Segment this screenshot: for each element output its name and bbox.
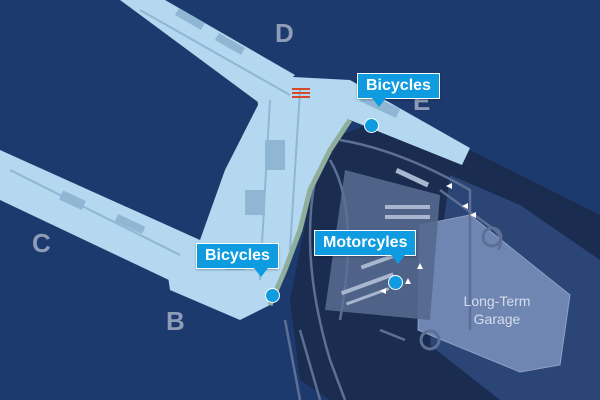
concourse-d-label: D (275, 18, 294, 48)
roundabout (419, 329, 441, 351)
concourse-d-arm (120, 0, 295, 105)
parking-stalls (340, 168, 430, 306)
curbside-edge (267, 118, 353, 306)
location-pin-icon[interactable] (265, 288, 280, 303)
road-lines (283, 138, 503, 400)
location-pin-icon[interactable] (388, 275, 403, 290)
stairs-marker (292, 88, 310, 98)
garage-label-line2: Garage (473, 311, 521, 327)
traffic-arrows (380, 183, 476, 294)
concourse-c-arm (0, 150, 200, 290)
concourse-b-label: B (166, 306, 185, 336)
long-term-garage-label: Long-Term Garage (452, 292, 542, 328)
motorcycles-parking-callout[interactable]: Motorcyles (314, 230, 417, 264)
roundabout (481, 226, 503, 248)
location-pin-icon[interactable] (364, 118, 379, 133)
bicycles-parking-callout-west[interactable]: Bicycles (196, 243, 279, 277)
concourse-c-label: C (32, 228, 51, 258)
garage-label-line1: Long-Term (463, 293, 531, 309)
bicycles-parking-callout-east[interactable]: Bicycles (357, 73, 440, 107)
